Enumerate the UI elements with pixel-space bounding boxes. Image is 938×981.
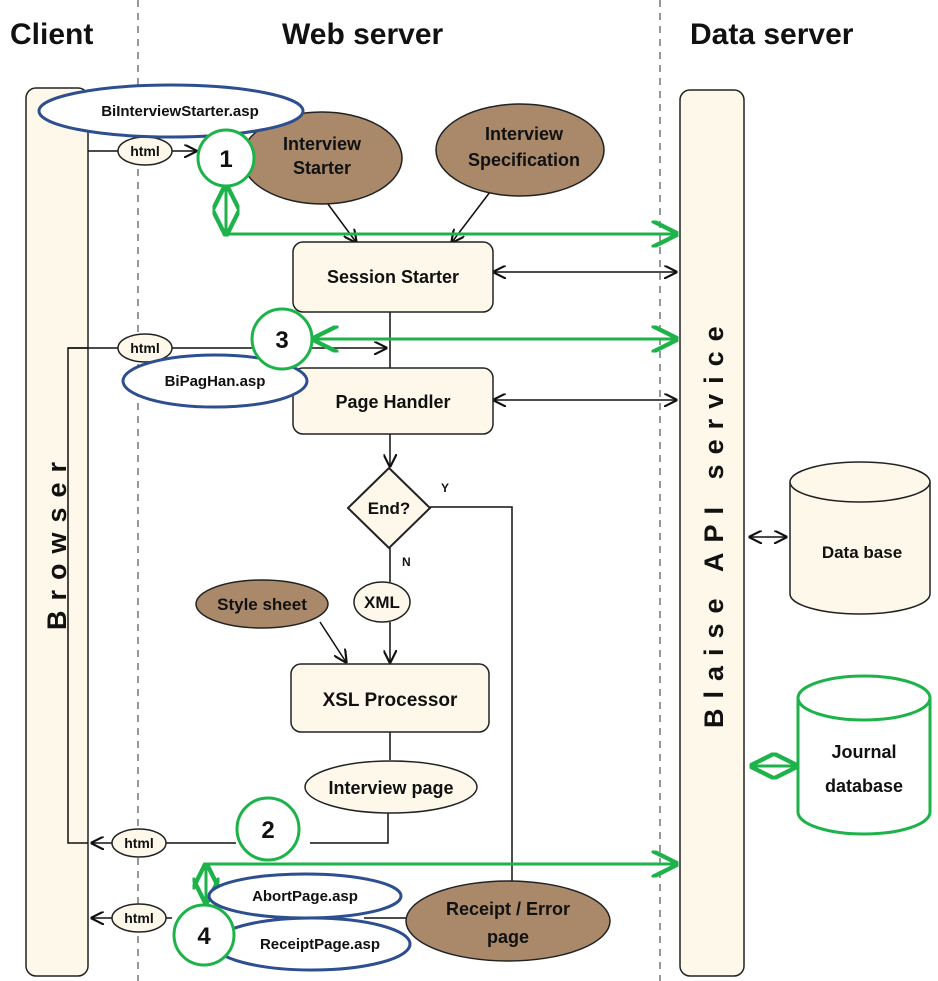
step-1-label: 1	[219, 146, 232, 173]
interview-starter-resource: Interview Starter	[241, 111, 403, 205]
interview-starter-line2: Starter	[293, 158, 351, 178]
data-base-label: Data base	[822, 543, 902, 562]
html-pill-step2: html	[111, 828, 167, 858]
end-decision-label: End?	[368, 499, 411, 518]
pag-han-asp-label: BiPagHan.asp	[165, 373, 266, 390]
session-starter-box: Session Starter	[292, 241, 494, 313]
step-4-marker: 4	[172, 903, 236, 967]
style-sheet-label: Style sheet	[217, 595, 307, 614]
client-column-title: Client	[10, 18, 93, 51]
xml-label: XML	[364, 593, 400, 612]
html-label: html	[124, 910, 154, 926]
api-service-label: Blaise API service	[699, 316, 729, 728]
page-handler-label: Page Handler	[335, 392, 450, 412]
html-label: html	[130, 340, 160, 356]
xsl-processor-label: XSL Processor	[323, 690, 458, 711]
interview-specification-line1: Interview	[485, 124, 564, 144]
interview-page-io: Interview page	[304, 760, 478, 814]
browser-bar: Browser	[25, 87, 89, 977]
receipt-error-page-resource: Receipt / Error page	[405, 880, 611, 962]
page-handler-box: Page Handler	[292, 367, 494, 435]
receipt-error-line2: page	[487, 927, 529, 947]
browser-label: Browser	[42, 452, 72, 630]
step-2-marker: 2	[235, 796, 301, 862]
data-server-column-title: Data server	[690, 18, 854, 51]
html-pill-step1: html	[117, 136, 173, 166]
step-4-label: 4	[197, 923, 211, 950]
end-decision: End?	[346, 466, 432, 550]
receipt-page-asp-label: ReceiptPage.asp	[260, 936, 380, 953]
pag-han-asp: BiPagHan.asp	[121, 353, 309, 409]
journal-database-cylinder: Journal database	[796, 674, 932, 836]
web-server-column-title: Web server	[282, 18, 444, 51]
data-base-cylinder: Data base	[789, 461, 931, 615]
step-3-label: 3	[275, 327, 288, 354]
journal-database-line2: database	[825, 776, 903, 796]
html-label: html	[124, 835, 154, 851]
abort-page-asp-label: AbortPage.asp	[252, 888, 358, 905]
interview-starter-asp-label: BiInterviewStarter.asp	[101, 103, 259, 120]
session-starter-label: Session Starter	[327, 267, 459, 287]
receipt-page-asp: ReceiptPage.asp	[212, 916, 412, 972]
abort-page-asp: AbortPage.asp	[207, 872, 403, 920]
journal-database-line1: Journal	[831, 742, 896, 762]
html-pill-step3: html	[117, 333, 173, 363]
decision-yes-label: Y	[441, 481, 449, 495]
interview-specification-resource: Interview Specification	[435, 103, 605, 197]
interview-page-label: Interview page	[328, 778, 453, 798]
xsl-processor-box: XSL Processor	[290, 663, 490, 733]
receipt-error-line1: Receipt / Error	[446, 899, 570, 919]
xml-io: XML	[353, 581, 411, 623]
step-2-label: 2	[261, 817, 274, 844]
decision-no-label: N	[402, 555, 411, 569]
interview-starter-line1: Interview	[283, 134, 362, 154]
interview-starter-asp: BiInterviewStarter.asp	[37, 83, 305, 139]
step-1-marker: 1	[196, 128, 256, 188]
html-label: html	[130, 143, 160, 159]
interview-specification-line2: Specification	[468, 150, 580, 170]
style-sheet-resource: Style sheet	[195, 579, 329, 629]
step-3-marker: 3	[250, 307, 314, 371]
api-service-bar: Blaise API service	[679, 89, 745, 977]
html-pill-step4: html	[111, 903, 167, 933]
